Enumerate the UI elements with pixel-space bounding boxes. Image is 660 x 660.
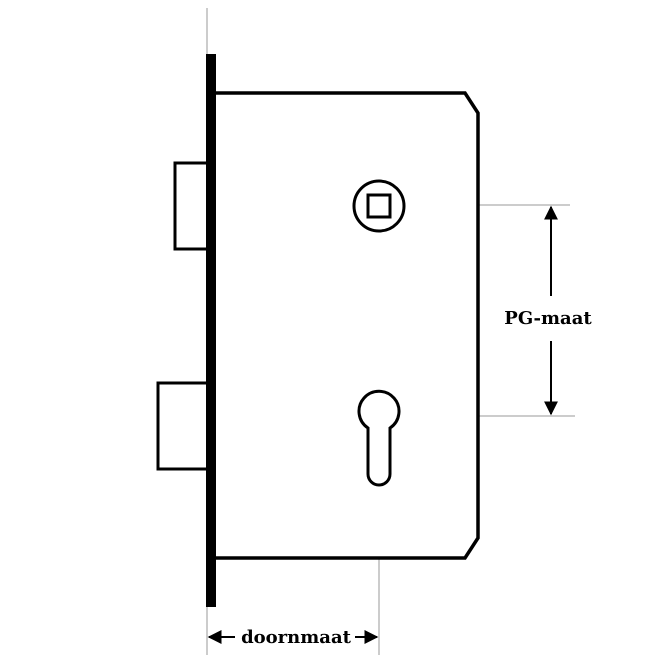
lock-case	[216, 91, 480, 560]
dead-bolt	[156, 381, 210, 471]
spindle-square	[366, 193, 392, 219]
pg-label: PG-maat	[504, 308, 592, 329]
latch-bolt	[173, 161, 210, 251]
backset-label: doornmaat	[241, 627, 352, 648]
cylinder-keyhole	[357, 389, 401, 487]
faceplate	[206, 54, 216, 607]
